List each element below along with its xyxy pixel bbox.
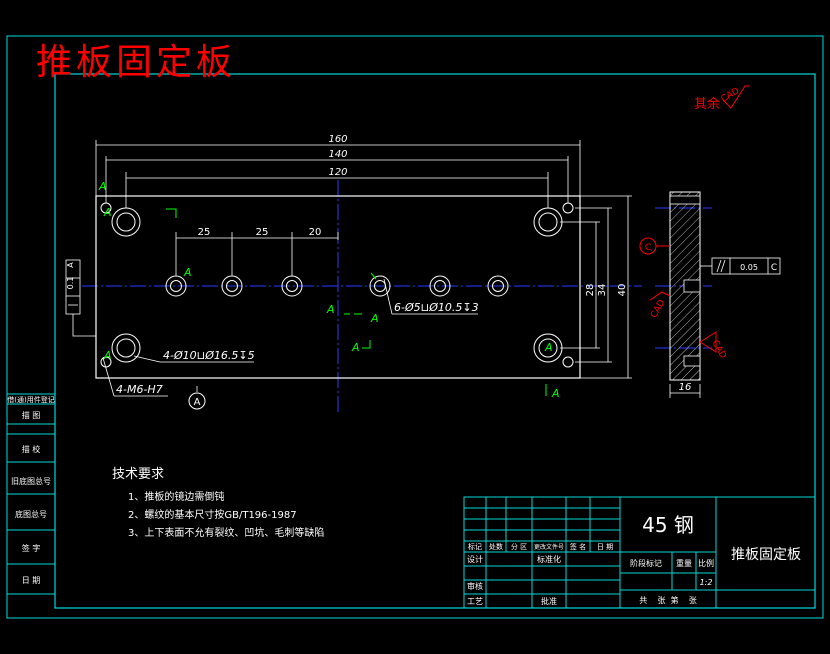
- datum-a-mark: A: [544, 341, 553, 354]
- small-hole-inner: [170, 280, 182, 292]
- tech-heading: 技术要求: [112, 467, 164, 482]
- other-label: 其余: [694, 96, 720, 112]
- header-cell: 处数: [489, 542, 503, 551]
- title-block: [463, 496, 816, 609]
- leaders: [102, 278, 478, 397]
- counterbore-hole-inner: [538, 338, 558, 358]
- section-marks: [166, 208, 547, 396]
- inner-frame: [54, 73, 816, 609]
- header-cell: 标记: [468, 542, 482, 551]
- drawing-title: 推板固定板: [36, 42, 236, 83]
- small-hole: [369, 275, 391, 297]
- sheet-count: 共 张 第 张: [639, 595, 696, 605]
- dim-25-a: 25: [198, 227, 211, 238]
- dim-25-b: 25: [256, 227, 269, 238]
- approve-label: 批准: [541, 596, 557, 606]
- datum-a-mark: A: [98, 180, 107, 193]
- strip-label: 日 期: [22, 576, 41, 585]
- process-label: 工艺: [467, 597, 483, 606]
- small-hole-inner: [226, 280, 238, 292]
- counterbore-hole-inner: [116, 212, 136, 232]
- standardize-label: 标准化: [537, 554, 561, 564]
- parallelism-tolerance-frame: 0.05 C: [700, 257, 781, 275]
- dim-28: 28: [585, 284, 596, 297]
- outer-frame: [6, 35, 824, 619]
- callout-6-holes-10-5: 6-Ø5⊔Ø10.5↧3: [394, 301, 479, 314]
- datum-a-mark: A: [551, 387, 560, 400]
- tech-requirements: 技术要求 1、推板的镜边需倒钝 2、螺纹的基本尺寸按GB/T196-1987 3…: [112, 467, 324, 539]
- parallel-icon: [716, 259, 722, 273]
- header-cell: 更改文件号: [534, 543, 564, 551]
- datum-a-mark: A: [183, 266, 192, 279]
- design-label: 设计: [467, 554, 483, 564]
- flatness-datum: A: [66, 262, 75, 268]
- small-hole-inner: [492, 280, 504, 292]
- datum-a-symbol: A: [188, 386, 206, 410]
- roughness-icon: [722, 85, 750, 109]
- datum-a-letter: A: [194, 397, 201, 408]
- review-label: 审核: [467, 581, 483, 591]
- strip-label: 底图总号: [15, 509, 47, 519]
- datum-c-letter: C: [645, 243, 651, 253]
- dim-16: 16: [679, 382, 692, 393]
- strip-label: 旧底图总号: [11, 476, 51, 486]
- callout-4-holes-16-5: 4-Ø10⊔Ø16.5↧5: [163, 349, 255, 362]
- right-dimension-lines: [560, 195, 632, 379]
- flatness-value: 0.1: [66, 277, 75, 290]
- strip-label: 描 校: [22, 444, 41, 454]
- dim-160: 160: [328, 134, 347, 145]
- title-block-text: 45 钢 推板固定板 标记 处数 分 区 更改文件号 签 名 日 期 设计 标准…: [467, 513, 801, 606]
- material: 45 钢: [642, 513, 694, 537]
- parallel-datum: C: [771, 263, 777, 273]
- stage-mark-label: 阶段标记: [630, 558, 662, 568]
- part-name: 推板固定板: [731, 547, 801, 563]
- dim-34: 34: [597, 284, 608, 297]
- datum-a-mark: A: [326, 303, 335, 316]
- counterbore-hole-inner: [116, 338, 136, 358]
- tech-item: 3、上下表面不允有裂纹、凹坑、毛刺等缺陷: [128, 526, 324, 539]
- scale-value: 1:2: [700, 578, 713, 587]
- tech-item: 1、推板的镜边需倒钝: [128, 490, 224, 503]
- top-dimension-lines: [95, 140, 581, 276]
- datum-a-mark: A: [370, 312, 379, 325]
- header-cell: 分 区: [511, 542, 527, 551]
- datum-c-symbol: C: [639, 237, 670, 255]
- counterbore-hole: [111, 333, 141, 363]
- small-hole: [487, 275, 509, 297]
- datum-a-mark: A: [103, 206, 112, 219]
- tech-item: 2、螺纹的基本尺寸按GB/T196-1987: [128, 508, 297, 521]
- plate-outline: [95, 195, 581, 379]
- dim-140: 140: [328, 149, 347, 160]
- scale-label: 比例: [698, 558, 714, 568]
- strip-label: 签 字: [22, 543, 41, 553]
- small-hole: [429, 275, 451, 297]
- small-hole-inner: [434, 280, 446, 292]
- strip-label: 借(通)用件登记: [7, 395, 54, 404]
- datum-a-mark: A: [351, 341, 360, 354]
- weight-label: 重量: [676, 558, 692, 568]
- header-cell: 签 名: [570, 542, 586, 551]
- strip-label: 描 图: [22, 410, 41, 420]
- section-view: 16: [669, 191, 701, 398]
- dim-120: 120: [328, 167, 347, 178]
- parallel-value: 0.05: [740, 263, 758, 272]
- left-strip: 借(通)用件登记 描 图 描 校 旧底图总号 底图总号 签 字 日 期: [6, 393, 56, 595]
- header-cell: 日 期: [597, 543, 613, 551]
- small-hole-inner: [286, 280, 298, 292]
- datum-a-mark: A: [103, 349, 112, 362]
- dim-20: 20: [309, 227, 322, 238]
- dim-40: 40: [617, 284, 628, 297]
- callout-m6-thread: 4-M6-H7: [116, 383, 163, 396]
- threaded-hole: [562, 356, 574, 368]
- flatness-tolerance-frame: A 0.1: [65, 259, 96, 337]
- counterbore-hole-inner: [538, 212, 558, 232]
